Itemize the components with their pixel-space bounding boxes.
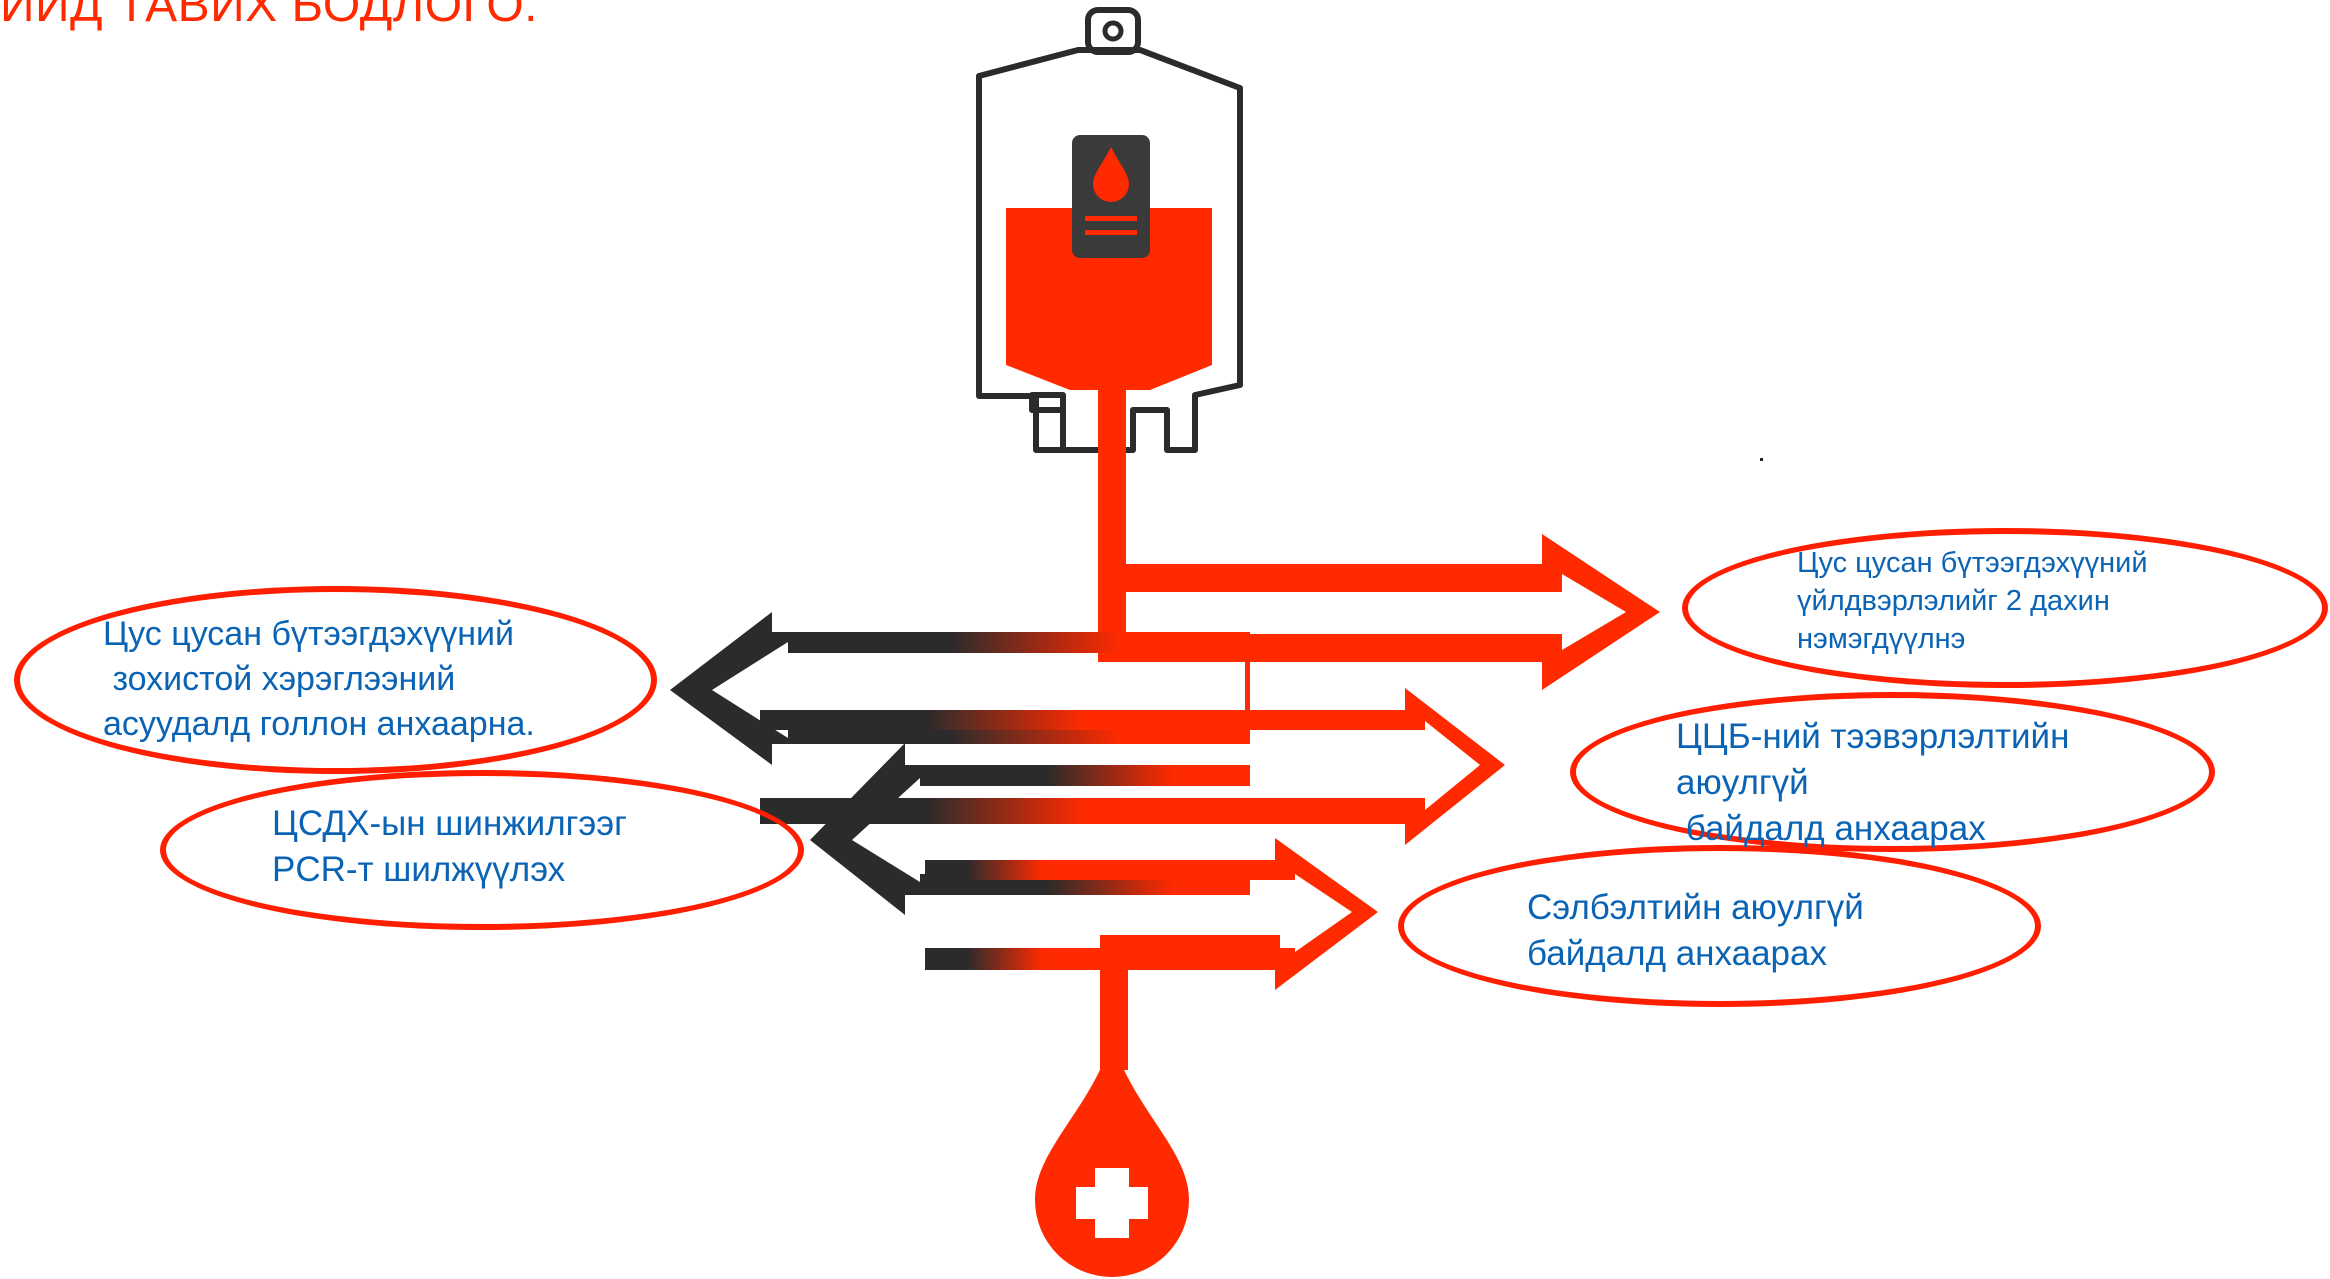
- ellipse-production: [1682, 528, 2328, 688]
- stray-dot: [1760, 458, 1763, 461]
- ellipse-appropriate-use: [14, 586, 657, 774]
- medical-cross-icon: [1076, 1168, 1148, 1238]
- label-appropriate-use: Цус цусан бүтээгдэхүүний зохистой хэрэгл…: [103, 615, 535, 743]
- ellipse-transfusion-safety: [1398, 845, 2041, 1007]
- ellipse-pcr: [160, 770, 804, 930]
- label-pcr: ЦСДХ-ын шинжилгээг PCR-т шилжүүлэх: [272, 804, 627, 889]
- label-transfusion-safety: Сэлбэлтийн аюулгүй байдалд анхаарах: [1527, 888, 1864, 973]
- page-title: ИЙД ТАВИХ БОДЛОГО.: [0, 0, 539, 32]
- label-transport-safety: ЦЦБ-ний тээвэрлэлтийн аюулгүй байдалд ан…: [1676, 717, 2070, 848]
- label-production: Цус цусан бүтээгдэхүүний үйлдвэрлэлийг 2…: [1797, 547, 2148, 655]
- ellipse-transport-safety: [1570, 692, 2215, 852]
- blood-bag-icon: [976, 7, 1243, 453]
- blood-drop-icon: [1035, 1040, 1189, 1277]
